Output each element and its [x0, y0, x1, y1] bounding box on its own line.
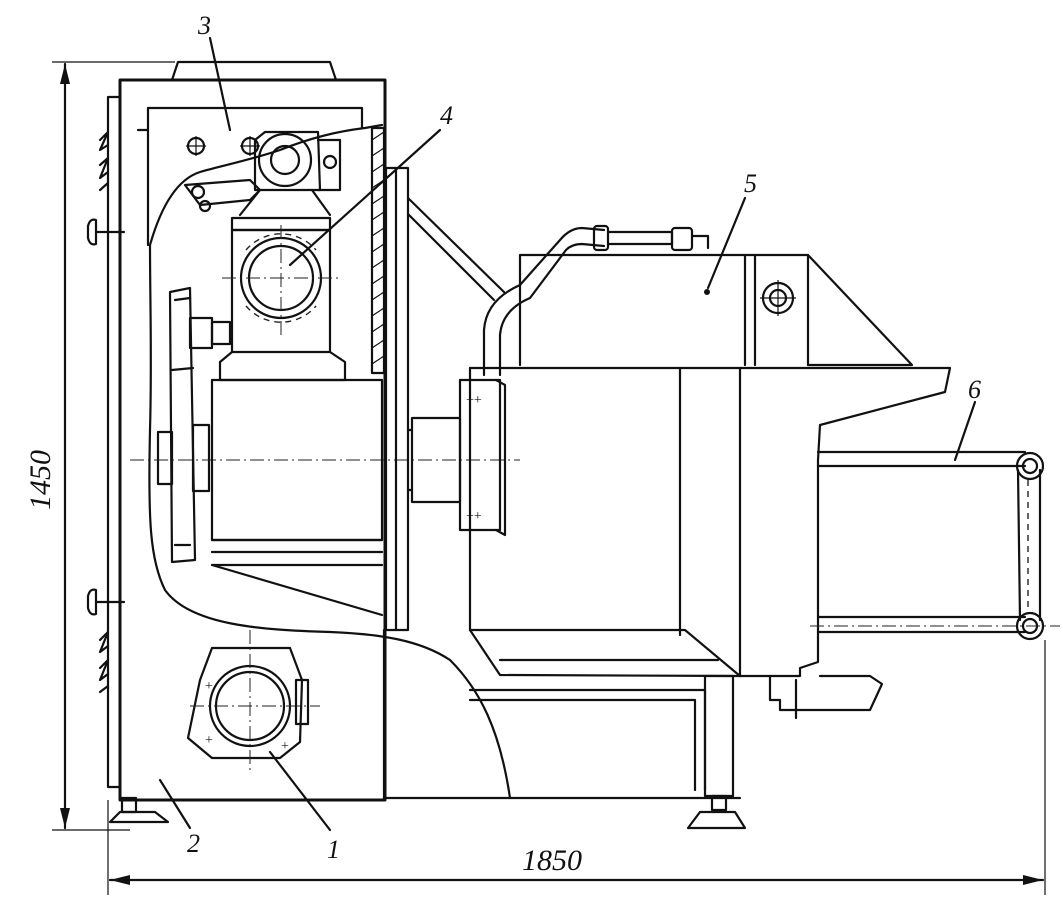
- motor-1: + + +: [186, 630, 320, 770]
- svg-text:+: +: [205, 733, 213, 748]
- hydraulic-pipe: [482, 224, 710, 377]
- svg-text:+: +: [205, 679, 213, 694]
- dimension-width: 1850: [522, 844, 582, 877]
- callout-5: 5: [744, 169, 757, 198]
- callout-6: 6: [968, 375, 981, 404]
- bearing-unit-4: [218, 216, 347, 382]
- gear-drive-3: [183, 130, 342, 217]
- leveling-foot-left: [108, 796, 170, 824]
- support-brace: [406, 196, 506, 302]
- svg-text:++: ++: [466, 393, 482, 408]
- svg-text:+: +: [281, 739, 289, 754]
- callout-1: 1: [327, 835, 340, 864]
- svg-text:++: ++: [466, 509, 482, 524]
- cutaway-boundary: [148, 123, 512, 800]
- pulley-flywheel: [130, 286, 520, 564]
- crusher-chamber: ++ ++: [406, 366, 952, 678]
- conveyor-6: [810, 450, 1060, 641]
- callout-4: 4: [440, 101, 453, 130]
- callout-3: 3: [197, 11, 211, 40]
- callout-2: 2: [187, 829, 200, 858]
- leveling-foot-right: [686, 794, 747, 830]
- base-structure: [382, 674, 742, 800]
- discharge-spout: [768, 674, 884, 720]
- feed-hopper-5: [518, 253, 914, 367]
- dimension-lines: [52, 61, 1046, 895]
- column-plate: [370, 126, 410, 802]
- leader-lines: [158, 36, 977, 832]
- shaft-housing: [210, 378, 384, 617]
- dimension-height: 1450: [24, 450, 57, 510]
